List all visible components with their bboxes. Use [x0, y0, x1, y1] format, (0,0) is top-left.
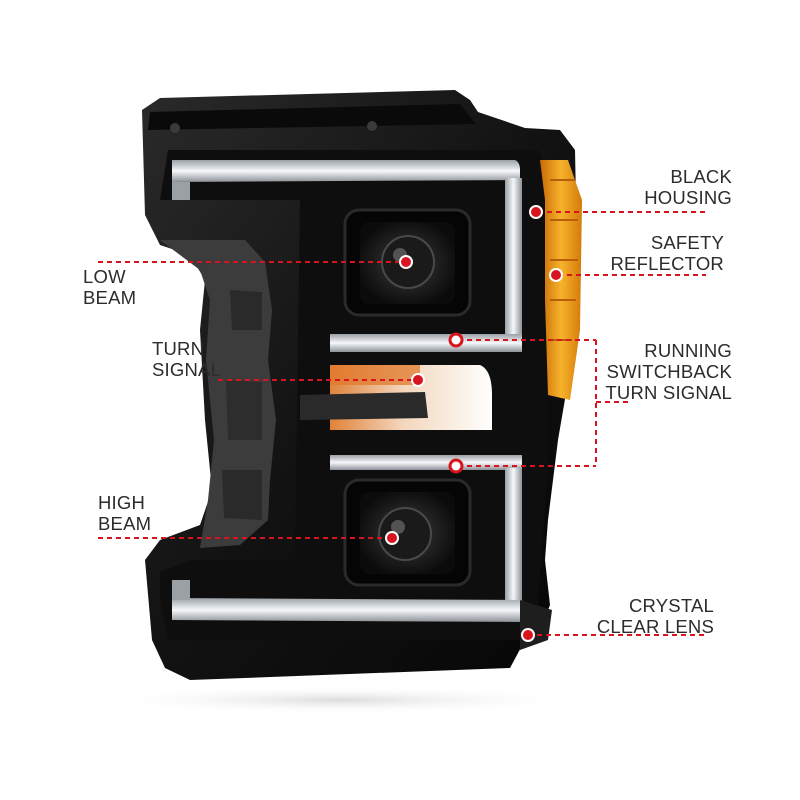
lens-glint: [391, 520, 405, 534]
drl-corner: [172, 182, 190, 200]
drl-top-bar: [172, 160, 520, 182]
high-beam-lens: [378, 507, 432, 561]
label-safety-reflector: SAFETY REFLECTOR: [610, 232, 724, 274]
label-crystal-clear-lens: CRYSTAL CLEAR LENS: [596, 595, 714, 637]
callout-dot: [448, 332, 464, 348]
label-running-switchback-turn-signal: RUNNING SWITCHBACK TURN SIGNAL: [605, 340, 732, 403]
callout-dot: [521, 628, 535, 642]
top-ridge: [148, 104, 476, 130]
mount-bolt: [170, 123, 180, 133]
callout-dot: [448, 458, 464, 474]
callout-dot: [529, 205, 543, 219]
back-housing-detail: [226, 380, 262, 440]
callout-lines: [98, 211, 706, 636]
turn-amber-strip: [330, 365, 420, 385]
callout-dot: [549, 268, 563, 282]
drl-lower-bar: [330, 455, 522, 470]
label-black-housing: BLACK HOUSING: [644, 166, 732, 208]
label-turn-signal: TURN SIGNAL: [152, 338, 222, 380]
drl-lower-vertical: [505, 468, 522, 620]
drl-corner: [172, 580, 190, 600]
back-housing-detail: [222, 470, 262, 520]
callout-dot: [385, 531, 399, 545]
back-housing-detail: [230, 290, 262, 330]
callout-dots: [385, 205, 563, 642]
turn-signal-bar: [300, 392, 428, 420]
drl-upper-vertical: [505, 178, 522, 345]
reflector-ribs: [550, 179, 578, 341]
callout-dot: [399, 255, 413, 269]
drl-bottom-bar: [172, 598, 522, 622]
floor-shadow: [90, 686, 590, 714]
mount-bolt: [367, 121, 377, 131]
label-low-beam: LOW BEAM: [83, 266, 137, 308]
label-high-beam: HIGH BEAM: [98, 492, 152, 534]
callout-dot: [411, 373, 425, 387]
drl-middle-bar: [330, 334, 522, 352]
